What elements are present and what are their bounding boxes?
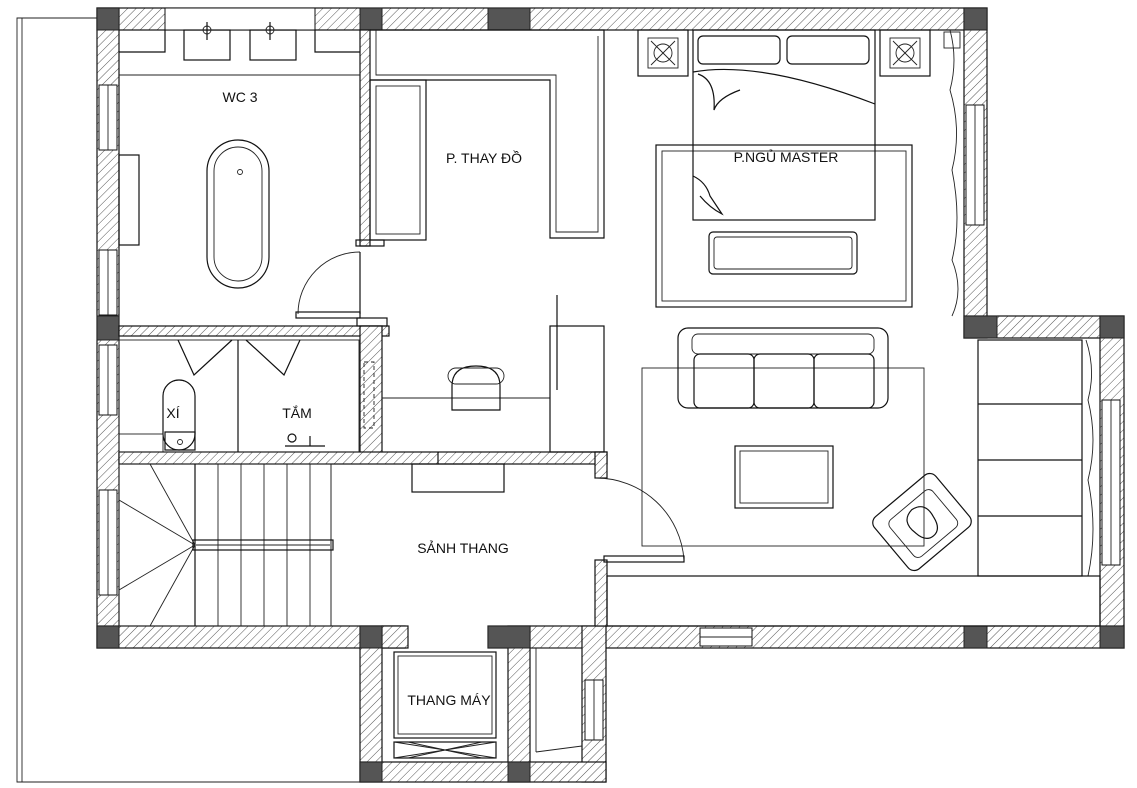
master-bedroom-furniture xyxy=(637,29,961,317)
room-label-shower: TẮM xyxy=(282,404,312,421)
windows xyxy=(98,7,1121,741)
balcony-outline xyxy=(16,17,360,783)
room-label-master-bedroom: P.NGỦ MASTER xyxy=(734,148,839,165)
wc3-fixtures xyxy=(118,22,361,319)
staircase xyxy=(118,463,505,627)
sitting-area-furniture xyxy=(595,327,972,572)
interior-walls xyxy=(118,29,608,627)
room-label-elevator: THANG MÁY xyxy=(407,692,491,708)
elevator xyxy=(393,647,583,759)
toilet-shower-fixtures xyxy=(118,339,375,453)
right-wardrobe xyxy=(606,339,1101,627)
room-label-wc3: WC 3 xyxy=(223,89,258,105)
room-label-toilet: XÍ xyxy=(166,405,179,421)
room-label-dressing: P. THAY ĐỒ xyxy=(446,149,522,166)
dressing-room-furniture xyxy=(355,29,605,453)
room-label-stair-hall: SẢNH THANG xyxy=(417,540,509,556)
